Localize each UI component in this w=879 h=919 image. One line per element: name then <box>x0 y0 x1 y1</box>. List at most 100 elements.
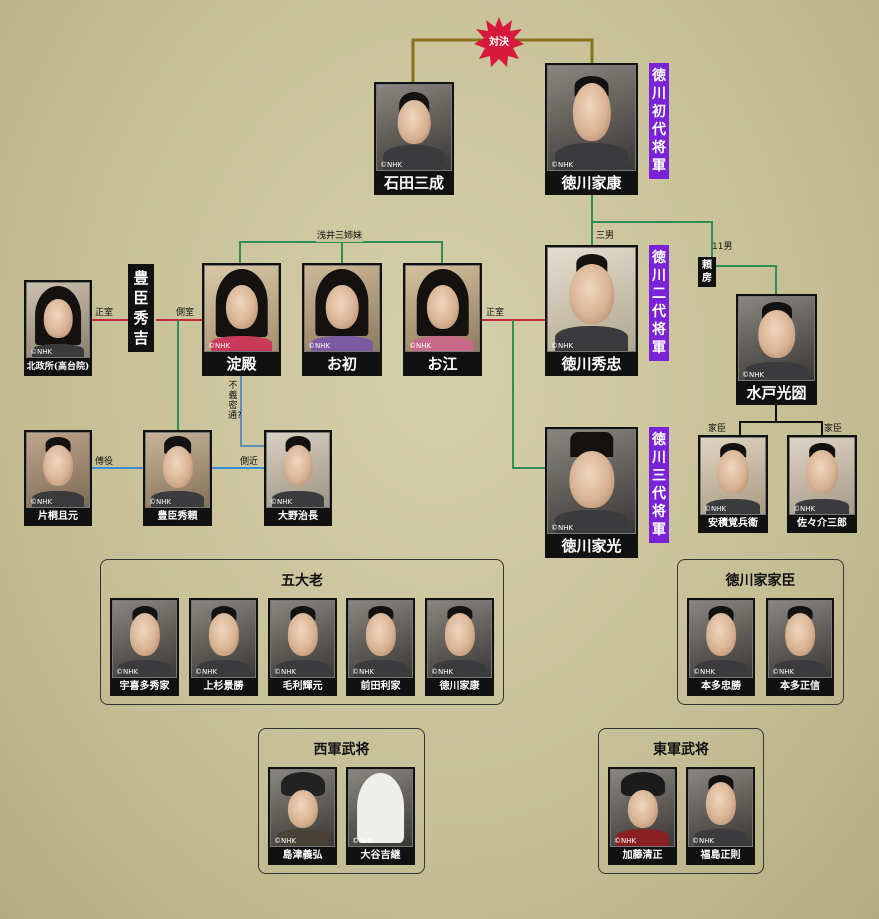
portrait-toyotomi-hideyori[interactable]: ©NHK 豊臣秀頼 <box>143 430 212 526</box>
photo: ©NHK <box>376 84 452 171</box>
portrait-ohatsu[interactable]: ©NHK お初 <box>302 263 382 376</box>
rel-karou-right: 家臣 <box>824 424 843 434</box>
name: 加藤清正 <box>622 850 663 861</box>
photo: ©NHK <box>547 65 636 171</box>
photo: ©NHK <box>688 769 753 847</box>
photo: ©NHK <box>191 600 256 678</box>
name: 石田三成 <box>383 174 444 192</box>
gotairo-title: 五大老 <box>281 573 323 589</box>
yodo-ono-line <box>240 376 264 447</box>
name: 水戸光圀 <box>746 384 807 402</box>
photo: ©NHK <box>145 432 210 508</box>
tokugawa-retainers-title: 徳川家家臣 <box>725 573 796 589</box>
name: 北政所(高台院) <box>26 362 90 372</box>
portrait-shimazu-yoshihiro[interactable]: ©NHK 島津義弘 <box>268 767 337 865</box>
portrait-tokugawa-ieyasu[interactable]: ©NHK 徳川家康 <box>545 63 638 195</box>
rivalry-label: 対決 <box>489 37 509 48</box>
name: 淀殿 <box>226 355 257 373</box>
eastern-army-group: 東軍武将 <box>598 728 764 874</box>
photo: ©NHK <box>768 600 832 678</box>
name: 佐々介三郎 <box>797 518 847 529</box>
portrait-mito-mitsukuni[interactable]: ©NHK 水戸光圀 <box>736 294 817 405</box>
portrait-ukita-hideie[interactable]: ©NHK 宇喜多秀家 <box>110 598 179 696</box>
portrait-uesugi-kagekatsu[interactable]: ©NHK 上杉景勝 <box>189 598 258 696</box>
portrait-katagiri-katsumoto[interactable]: ©NHK 片桐且元 <box>24 430 92 526</box>
name: 片桐且元 <box>38 511 78 522</box>
photo: ©NHK <box>405 265 480 352</box>
photo: ©NHK <box>26 432 90 508</box>
portrait-honda-masanobu[interactable]: ©NHK 本多正信 <box>766 598 834 696</box>
portrait-mori-terumoto[interactable]: ©NHK 毛利輝元 <box>268 598 337 696</box>
portrait-asaka-kakubee[interactable]: ©NHK 安積覚兵衛 <box>698 435 768 533</box>
mitsukuni-retainers-line <box>739 421 823 435</box>
portrait-ogo[interactable]: ©NHK お江 <box>403 263 482 376</box>
portrait-kato-kiyomasa[interactable]: ©NHK 加藤清正 <box>608 767 677 865</box>
name: 上杉景勝 <box>203 681 244 692</box>
photo: ©NHK <box>348 769 413 847</box>
photo: ©NHK <box>427 600 492 678</box>
rel-sokushitsu: 側室 <box>176 308 195 318</box>
portrait-tokugawa-hidetada[interactable]: ©NHK 徳川秀忠 <box>545 245 638 376</box>
shogun3-label: 徳川三代将軍 <box>649 427 669 543</box>
photo: ©NHK <box>547 429 636 534</box>
name: 本多忠勝 <box>701 681 741 692</box>
rel-asai-sisters: 浅井三姉妹 <box>316 231 364 242</box>
rel-eleventh-son: 11男 <box>712 242 733 252</box>
photo: ©NHK <box>266 432 330 508</box>
photo: ©NHK <box>689 600 753 678</box>
ieyasu-yorifusa-line <box>592 221 713 257</box>
shogun2-label: 徳川二代将軍 <box>649 245 669 361</box>
name: 大谷吉継 <box>360 850 401 861</box>
photo: ©NHK <box>26 282 90 358</box>
photo: ©NHK <box>610 769 675 847</box>
toyotomi-hideyoshi-label[interactable]: 豊臣秀吉 <box>128 264 154 352</box>
name: 本多正信 <box>780 681 820 692</box>
eastern-army-title: 東軍武将 <box>653 742 709 758</box>
portrait-maeda-toshiie[interactable]: ©NHK 前田利家 <box>346 598 415 696</box>
tokugawa-retainers-group: 徳川家家臣 <box>677 559 844 705</box>
photo: ©NHK <box>700 437 766 515</box>
name: 徳川家康 <box>561 174 622 192</box>
photo: ©NHK <box>304 265 380 352</box>
portrait-sasa-suketsaburo[interactable]: ©NHK 佐々介三郎 <box>787 435 857 533</box>
rel-furigi-mitsutsu: 不義密通? <box>228 381 242 421</box>
portrait-yodo-dono[interactable]: ©NHK 淀殿 <box>202 263 281 376</box>
rel-fueki: 傅役 <box>95 457 114 467</box>
photo: ©NHK <box>270 769 335 847</box>
western-army-group: 西軍武将 <box>258 728 425 874</box>
rel-karou-left: 家臣 <box>708 424 727 434</box>
rel-seishitsu-right: 正室 <box>486 308 505 318</box>
name: 豊臣秀頼 <box>157 511 198 522</box>
portrait-kitanomandokoro[interactable]: ©NHK 北政所(高台院) <box>24 280 92 376</box>
photo: ©NHK <box>204 265 279 352</box>
name: 毛利輝元 <box>282 681 323 692</box>
yorifusa-label[interactable]: 頼房 <box>698 257 716 287</box>
name: お江 <box>427 355 458 373</box>
rel-third-son: 三男 <box>596 231 615 241</box>
photo: ©NHK <box>789 437 855 515</box>
photo: ©NHK <box>547 247 636 352</box>
name: 徳川家康 <box>439 681 480 692</box>
name: 前田利家 <box>360 681 401 692</box>
photo: ©NHK <box>738 296 815 381</box>
rivalry-starburst-icon <box>474 17 524 67</box>
portrait-tokugawa-ieyasu-small[interactable]: ©NHK 徳川家康 <box>425 598 494 696</box>
name: お初 <box>326 355 357 373</box>
portrait-tokugawa-iemitsu[interactable]: ©NHK 徳川家光 <box>545 427 638 558</box>
portrait-honda-tadakatsu[interactable]: ©NHK 本多忠勝 <box>687 598 755 696</box>
name: 安積覚兵衛 <box>708 518 758 529</box>
gotairo-group: 五大老 <box>100 559 504 705</box>
name: 島津義弘 <box>282 850 323 861</box>
name: 大野治長 <box>278 511 318 522</box>
portrait-ono-harunaga[interactable]: ©NHK 大野治長 <box>264 430 332 526</box>
shogun1-label: 徳川初代将軍 <box>649 63 669 179</box>
name: 宇喜多秀家 <box>119 681 170 692</box>
portrait-fukushima-masanori[interactable]: ©NHK 福島正則 <box>686 767 755 865</box>
hidetada-iemitsu-line <box>512 320 545 469</box>
photo: ©NHK <box>112 600 177 678</box>
rel-seishitsu-left: 正室 <box>95 308 114 318</box>
rel-sokkin: 側近 <box>240 457 259 467</box>
portrait-otani-yoshitsugu[interactable]: ©NHK 大谷吉継 <box>346 767 415 865</box>
portrait-ishida-mitsunari[interactable]: ©NHK 石田三成 <box>374 82 454 195</box>
